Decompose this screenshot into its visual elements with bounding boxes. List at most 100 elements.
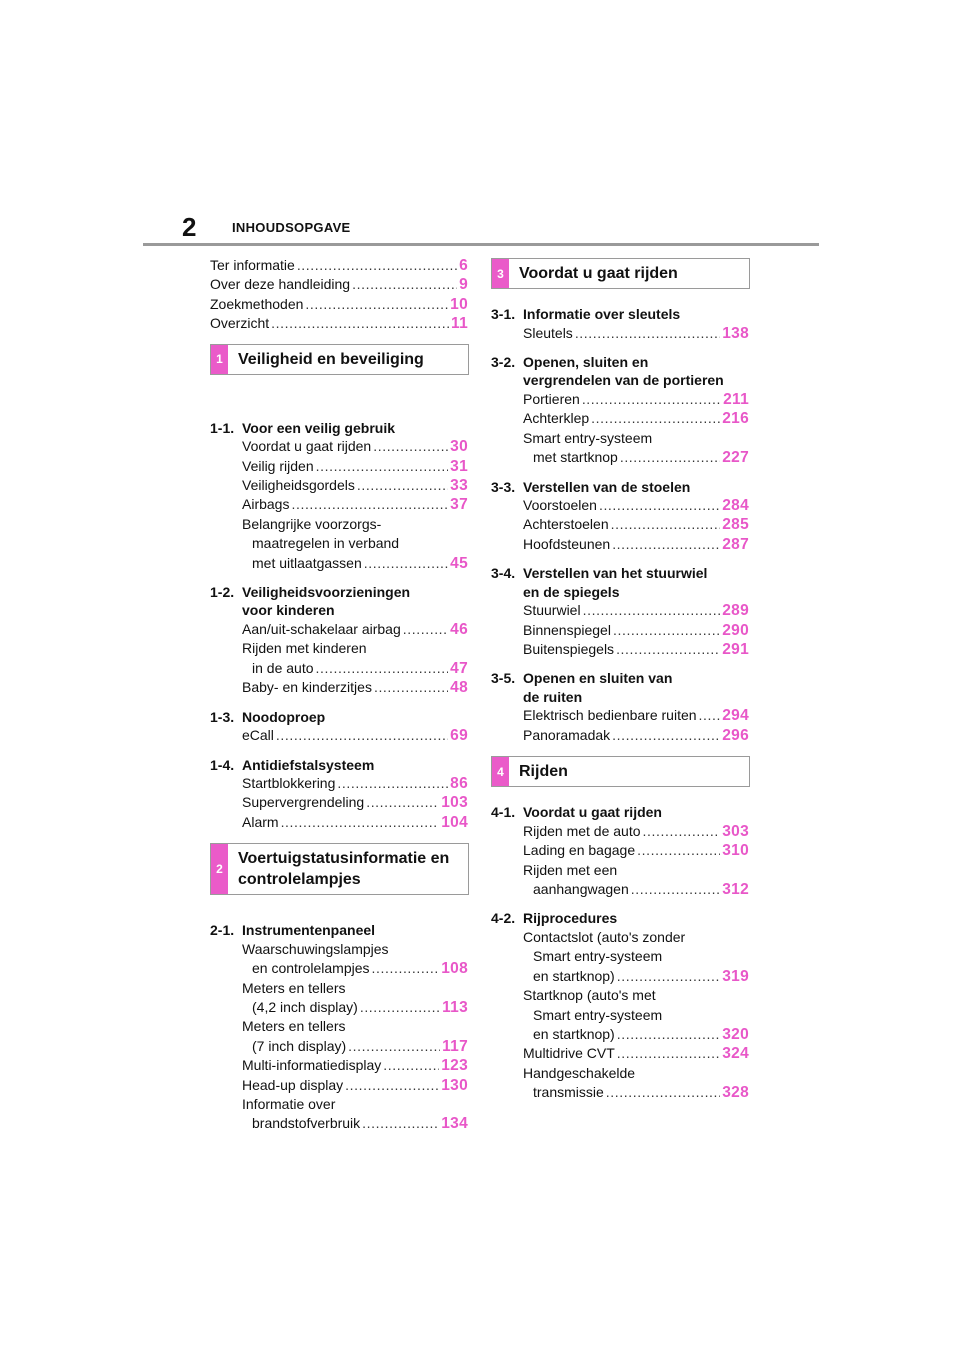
- toc-page-number[interactable]: 103: [441, 794, 468, 812]
- toc-entry[interactable]: Rijden met de auto303: [491, 822, 749, 841]
- toc-entry[interactable]: Belangrijke voorzorgs-maatregelen in ver…: [210, 515, 468, 573]
- toc-page-number[interactable]: 290: [722, 621, 749, 639]
- toc-page-number[interactable]: 86: [450, 775, 468, 792]
- toc-page-number[interactable]: 117: [442, 1037, 468, 1055]
- section-heading[interactable]: 3-3.Verstellen van de stoelen: [491, 478, 749, 497]
- toc-entry[interactable]: Stuurwiel289: [491, 601, 749, 620]
- section-heading[interactable]: 1-1.Voor een veilig gebruik: [210, 419, 468, 438]
- toc-page-number[interactable]: 9: [459, 276, 468, 294]
- toc-entry[interactable]: Hoofdsteunen287: [491, 535, 749, 554]
- toc-entry[interactable]: Meters en tellers(7 inch display)117: [210, 1017, 468, 1056]
- toc-page-number[interactable]: 134: [441, 1115, 468, 1133]
- toc-entry[interactable]: Voordat u gaat rijden30: [210, 437, 468, 456]
- section-heading[interactable]: 2-1.Instrumentenpaneel: [210, 921, 468, 940]
- toc-page-number[interactable]: 324: [722, 1045, 749, 1063]
- toc-entry[interactable]: Ter informatie6: [210, 256, 468, 275]
- toc-page-number[interactable]: 10: [450, 295, 468, 313]
- toc-page-number[interactable]: 30: [450, 438, 468, 456]
- toc-entry[interactable]: Multi-informatiedisplay123: [210, 1056, 468, 1075]
- section-heading[interactable]: 4-1.Voordat u gaat rijden: [491, 803, 749, 822]
- toc-entry[interactable]: Elektrisch bedienbare ruiten294: [491, 706, 749, 725]
- toc-page-number[interactable]: 312: [722, 881, 749, 898]
- toc-entry[interactable]: Head-up display130: [210, 1076, 468, 1095]
- toc-page-number[interactable]: 211: [723, 390, 749, 408]
- toc-page-number[interactable]: 328: [722, 1084, 749, 1102]
- toc-entry[interactable]: Handgeschakeldetransmissie328: [491, 1064, 749, 1103]
- toc-entry[interactable]: Lading en bagage310: [491, 841, 749, 860]
- toc-page-number[interactable]: 45: [450, 554, 468, 572]
- toc-page-number[interactable]: 310: [722, 842, 749, 860]
- toc-page-number[interactable]: 46: [450, 620, 468, 638]
- toc-entry[interactable]: Voorstoelen284: [491, 496, 749, 515]
- toc-page-number[interactable]: 320: [722, 1025, 749, 1043]
- toc-page-number[interactable]: 289: [722, 602, 749, 620]
- toc-entry[interactable]: Over deze handleiding9: [210, 275, 468, 294]
- toc-entry[interactable]: Informatie overbrandstofverbruik134: [210, 1095, 468, 1134]
- section-heading[interactable]: 4-2.Rijprocedures: [491, 909, 749, 928]
- toc-page-number[interactable]: 287: [722, 535, 749, 553]
- toc-page-number[interactable]: 284: [722, 497, 749, 515]
- toc-entry[interactable]: Baby- en kinderzitjes48: [210, 678, 468, 697]
- toc-entry[interactable]: Supervergrendeling103: [210, 793, 468, 812]
- toc-entry[interactable]: Sleutels138: [491, 324, 749, 343]
- toc-entry[interactable]: Veiligheidsgordels33: [210, 476, 468, 495]
- toc-page-number[interactable]: 227: [722, 449, 749, 467]
- toc-page-number[interactable]: 138: [722, 324, 749, 342]
- toc-page-number[interactable]: 216: [722, 410, 749, 428]
- toc-page-number[interactable]: 296: [722, 726, 749, 744]
- toc-page-number[interactable]: 47: [450, 659, 468, 677]
- toc-entry[interactable]: Achterstoelen285: [491, 515, 749, 534]
- toc-page-number[interactable]: 130: [441, 1076, 468, 1094]
- toc-page-number[interactable]: 31: [450, 457, 468, 475]
- toc-entry[interactable]: Zoekmethoden10: [210, 295, 468, 314]
- toc-page-number[interactable]: 69: [450, 727, 468, 745]
- toc-page-number[interactable]: 294: [722, 707, 749, 725]
- toc-entry[interactable]: Overzicht11: [210, 314, 468, 333]
- toc-page-number[interactable]: 11: [451, 315, 468, 333]
- toc-page-number[interactable]: 48: [450, 679, 468, 697]
- toc-page-number[interactable]: 104: [441, 813, 468, 831]
- toc-entry[interactable]: Meters en tellers(4,2 inch display)113: [210, 979, 468, 1018]
- toc-entry[interactable]: Startblokkering86: [210, 774, 468, 793]
- toc-entry[interactable]: Buitenspiegels291: [491, 640, 749, 659]
- toc-entry[interactable]: Achterklep216: [491, 409, 749, 428]
- toc-entry[interactable]: Binnenspiegel290: [491, 621, 749, 640]
- toc-page-number[interactable]: 113: [442, 998, 468, 1016]
- toc-page-number[interactable]: 123: [441, 1057, 468, 1075]
- toc-entry[interactable]: Alarm104: [210, 813, 468, 832]
- toc-page-number[interactable]: 303: [722, 822, 749, 840]
- toc-page-number[interactable]: 285: [722, 516, 749, 534]
- toc-entry[interactable]: Portieren211: [491, 390, 749, 409]
- toc-page-number[interactable]: 108: [441, 960, 468, 978]
- toc-page-number[interactable]: 37: [450, 496, 468, 514]
- toc-entry[interactable]: Aan/uit-schakelaar airbag46: [210, 620, 468, 639]
- toc-entry[interactable]: Rijden met eenaanhangwagen312: [491, 861, 749, 900]
- section-heading[interactable]: 3-1.Informatie over sleutels: [491, 305, 749, 324]
- toc-page-number[interactable]: 291: [722, 641, 749, 659]
- toc-entry-text: en startknop): [533, 1025, 615, 1042]
- toc-entry[interactable]: Airbags37: [210, 495, 468, 514]
- toc-entry[interactable]: Panoramadak296: [491, 726, 749, 745]
- toc-entry-text: brandstofverbruik: [252, 1115, 361, 1132]
- toc-entry[interactable]: Multidrive CVT324: [491, 1044, 749, 1063]
- toc-entry[interactable]: eCall69: [210, 726, 468, 745]
- section-heading[interactable]: 1-4.Antidiefstalsysteem: [210, 756, 468, 775]
- toc-page-number[interactable]: 319: [722, 967, 749, 985]
- toc-entry[interactable]: Veilig rijden31: [210, 457, 468, 476]
- toc-page-number[interactable]: 33: [450, 476, 468, 494]
- toc-page-number[interactable]: 6: [459, 257, 468, 274]
- section-heading[interactable]: 1-3.Noodoproep: [210, 708, 468, 727]
